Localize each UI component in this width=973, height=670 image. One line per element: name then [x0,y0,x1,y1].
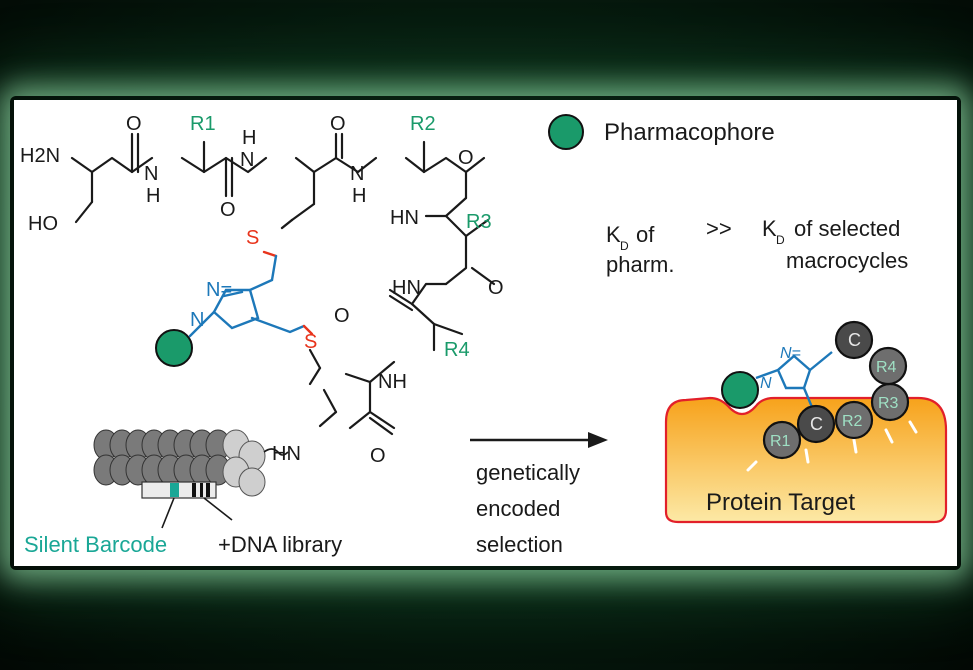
kd-comparison: K D of pharm. >> K D of selected macrocy… [606,216,908,277]
kd-left-line2: pharm. [606,252,674,277]
bound-triazole-labels: N= N [760,345,801,392]
bead-r4-label: R4 [876,359,897,376]
linker-bonds [188,218,314,338]
nitrogen-label: N [144,163,158,185]
r1-label: R1 [190,113,216,135]
pharmacophore-bead [155,329,193,367]
hydrogen-label: H [146,185,160,207]
oxygen-label: O [334,305,350,327]
arrow-text-line: selection [476,532,563,557]
dna-bundle [93,429,289,529]
r3-label: R3 [466,211,492,233]
macrocycle-beads [762,320,910,460]
bead-c-label: C [810,414,823,434]
triazole-n-label: N [190,309,204,331]
oxygen-label: O [330,113,346,135]
kd-right-sub: D [776,233,785,247]
arrow-text-line: encoded [476,496,560,521]
binding-ticks [746,420,918,472]
scheme-svg: H2N HO O N H O H N O N H O HN O HN O NH … [20,113,948,557]
kd-left-of: of [636,222,655,247]
r2-label: R2 [410,113,436,135]
nitrogen-label: N [240,149,254,171]
bead-r2-label: R2 [842,413,863,430]
hn-label: HN [392,277,421,299]
dna-library-label: +DNA library [218,532,342,557]
protein-target-label: Protein Target [706,489,855,516]
bound-pharmacophore [721,371,759,409]
sulfur-label: S [246,227,259,249]
r4-label: R4 [444,339,470,361]
nitrogen-label: N [350,163,364,185]
bead-r3-label: R3 [878,395,899,412]
peptide-bonds [70,132,496,436]
arrow-text-line: genetically [476,460,580,485]
bead-labels: R1 C R2 R3 R4 C [770,330,899,450]
selection-arrow-head [588,432,608,448]
oxygen-label: O [488,277,504,299]
silent-barcode-label: Silent Barcode [24,532,167,557]
figure-panel: H2N HO O N H O H N O N H O HN O HN O NH … [14,100,957,566]
hn-label: HN [390,207,419,229]
triazole-labels: N= N [190,279,232,331]
kd-right-rest: of selected [794,216,900,241]
bound-n-label: N [760,375,772,392]
hydroxyl-label: HO [28,213,58,235]
sulfur-labels: S S [246,227,317,353]
oxygen-label: O [370,445,386,467]
protein-target-shape [664,396,948,524]
kd-left-sub: D [620,239,629,253]
amine-label: H2N [20,145,60,167]
kd-left-k: K [606,222,621,247]
bead-r1-label: R1 [770,433,791,450]
pharmacophore-legend-icon [548,114,584,150]
oxygen-label: O [220,199,236,221]
kd-operator: >> [706,216,732,241]
molecule-labels: H2N HO O N H O H N O N H O HN O HN O NH … [20,113,504,467]
kd-right-line2: macrocycles [786,248,908,273]
pharmacophore-legend-label: Pharmacophore [604,119,775,146]
hydrogen-label: H [352,185,366,207]
oxygen-label: O [458,147,474,169]
substituent-labels: R1 R2 R3 R4 [190,113,492,361]
barcode-caption: Silent Barcode +DNA library [24,532,342,557]
kd-right-k: K [762,216,777,241]
sulfur-label: S [304,331,317,353]
bead-c-label: C [848,330,861,350]
triazole-n-label: N= [206,279,232,301]
bound-n-label: N= [780,345,801,362]
arrow-caption: genetically encoded selection [476,460,580,557]
oxygen-label: O [126,113,142,135]
hydrogen-label: H [242,127,256,149]
nh-label: NH [378,371,407,393]
